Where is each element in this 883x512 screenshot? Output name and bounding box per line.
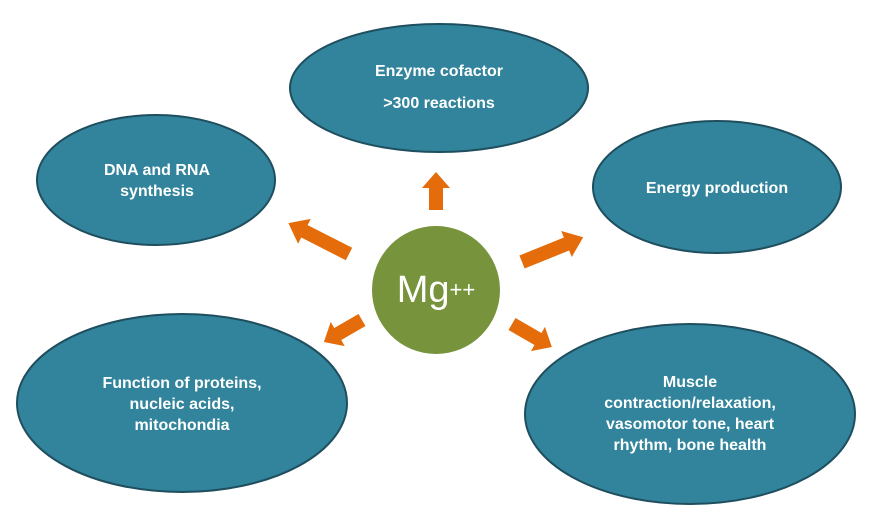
dna-line2: synthesis [120,183,194,200]
energy-line1: Energy production [645,179,789,197]
node-dna-rna-synthesis [36,114,276,246]
muscle-line3: vasomotor tone, heart [605,416,775,433]
muscle-line1: Muscle [662,374,718,391]
enzyme-line1: Enzyme cofactor [374,63,504,80]
enzyme-line2: >300 reactions [383,95,495,112]
arrow-lower-right [508,317,552,352]
node-center-mg [372,226,500,354]
label-energy-production: Energy production [600,166,834,210]
arrow-up [422,172,450,210]
arrow-upper-left [288,218,353,261]
center-label: Mg++ [396,268,476,311]
arrow-lower-left [323,313,366,347]
proteins-line2: nucleic acids, [129,395,235,413]
node-function-proteins [16,313,348,493]
node-muscle [524,323,856,505]
label-enzyme-cofactor: Enzyme cofactor >300 reactions [300,50,578,126]
muscle-line2: contraction/relaxation, [604,395,776,412]
proteins-line3: mitochondia [134,416,230,434]
label-dna-rna-synthesis: DNA and RNA synthesis [50,150,264,212]
arrow-upper-right [519,231,584,269]
dna-line1: DNA and RNA [103,162,211,179]
label-muscle: Muscle contraction/relaxation, vasomotor… [548,364,832,464]
muscle-line4: rhythm, bone health [613,437,767,454]
proteins-line1: Function of proteins, [102,374,262,392]
center-base: Mg [396,268,450,311]
node-enzyme-cofactor [289,23,589,153]
node-energy-production [592,120,842,254]
label-function-proteins: Function of proteins, nucleic acids, mit… [40,364,324,444]
